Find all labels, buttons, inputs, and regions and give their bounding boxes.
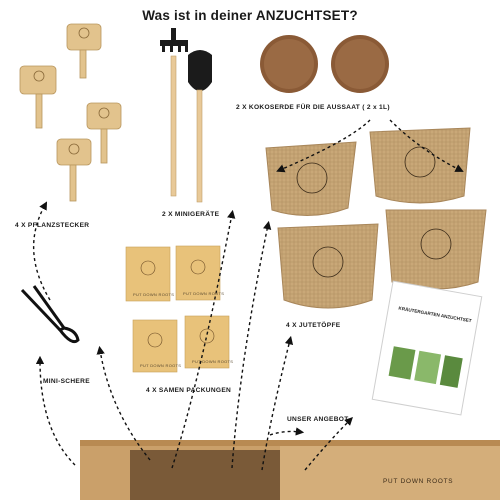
page-title: Was ist in deiner ANZUCHTSET? [142, 8, 358, 23]
mini-scissors [20, 285, 80, 344]
flyer-card [371, 280, 483, 416]
seed-packet-1 [125, 246, 171, 302]
wooden-box [80, 440, 500, 500]
plant-marker-3 [86, 102, 122, 164]
mini-rake [160, 28, 188, 197]
coco-pellet-2 [331, 35, 389, 93]
packet-brand-2: PUT DOWN ROOTS [183, 291, 225, 296]
box-brand: PUT DOWN ROOTS [383, 478, 454, 485]
coco-pellet-1 [260, 35, 318, 93]
label-pflanzstecker: 4 X PFLANZSTECKER [15, 222, 90, 229]
mini-shovel [188, 50, 212, 203]
jute-pot-2 [369, 127, 471, 204]
plant-marker-4 [56, 138, 92, 202]
seed-packet-3 [132, 319, 178, 373]
label-kokoserde: 2 X KOKOSERDE FÜR DIE AUSSAAT ( 2 x 1L) [236, 104, 390, 111]
label-samen: 4 X SAMEN PACKUNGEN [146, 387, 232, 394]
plant-marker-2 [19, 65, 57, 129]
label-minigeraete: 2 X MINIGERÄTE [162, 211, 220, 218]
label-jutetoepfe: 4 X JUTETÖPFE [286, 322, 341, 329]
plant-marker-1 [66, 23, 102, 79]
seed-packet-4 [184, 315, 230, 369]
packet-brand-4: PUT DOWN ROOTS [192, 359, 234, 364]
packet-brand-3: PUT DOWN ROOTS [140, 363, 182, 368]
packet-brand-1: PUT DOWN ROOTS [133, 292, 175, 297]
seed-packet-2 [175, 245, 221, 301]
jute-pot-4 [385, 209, 487, 290]
label-angebot: UNSER ANGEBOT [287, 416, 349, 423]
label-minischere: MINI-SCHERE [43, 378, 90, 385]
jute-pot-3 [277, 223, 379, 309]
jute-pot-1 [265, 141, 357, 217]
